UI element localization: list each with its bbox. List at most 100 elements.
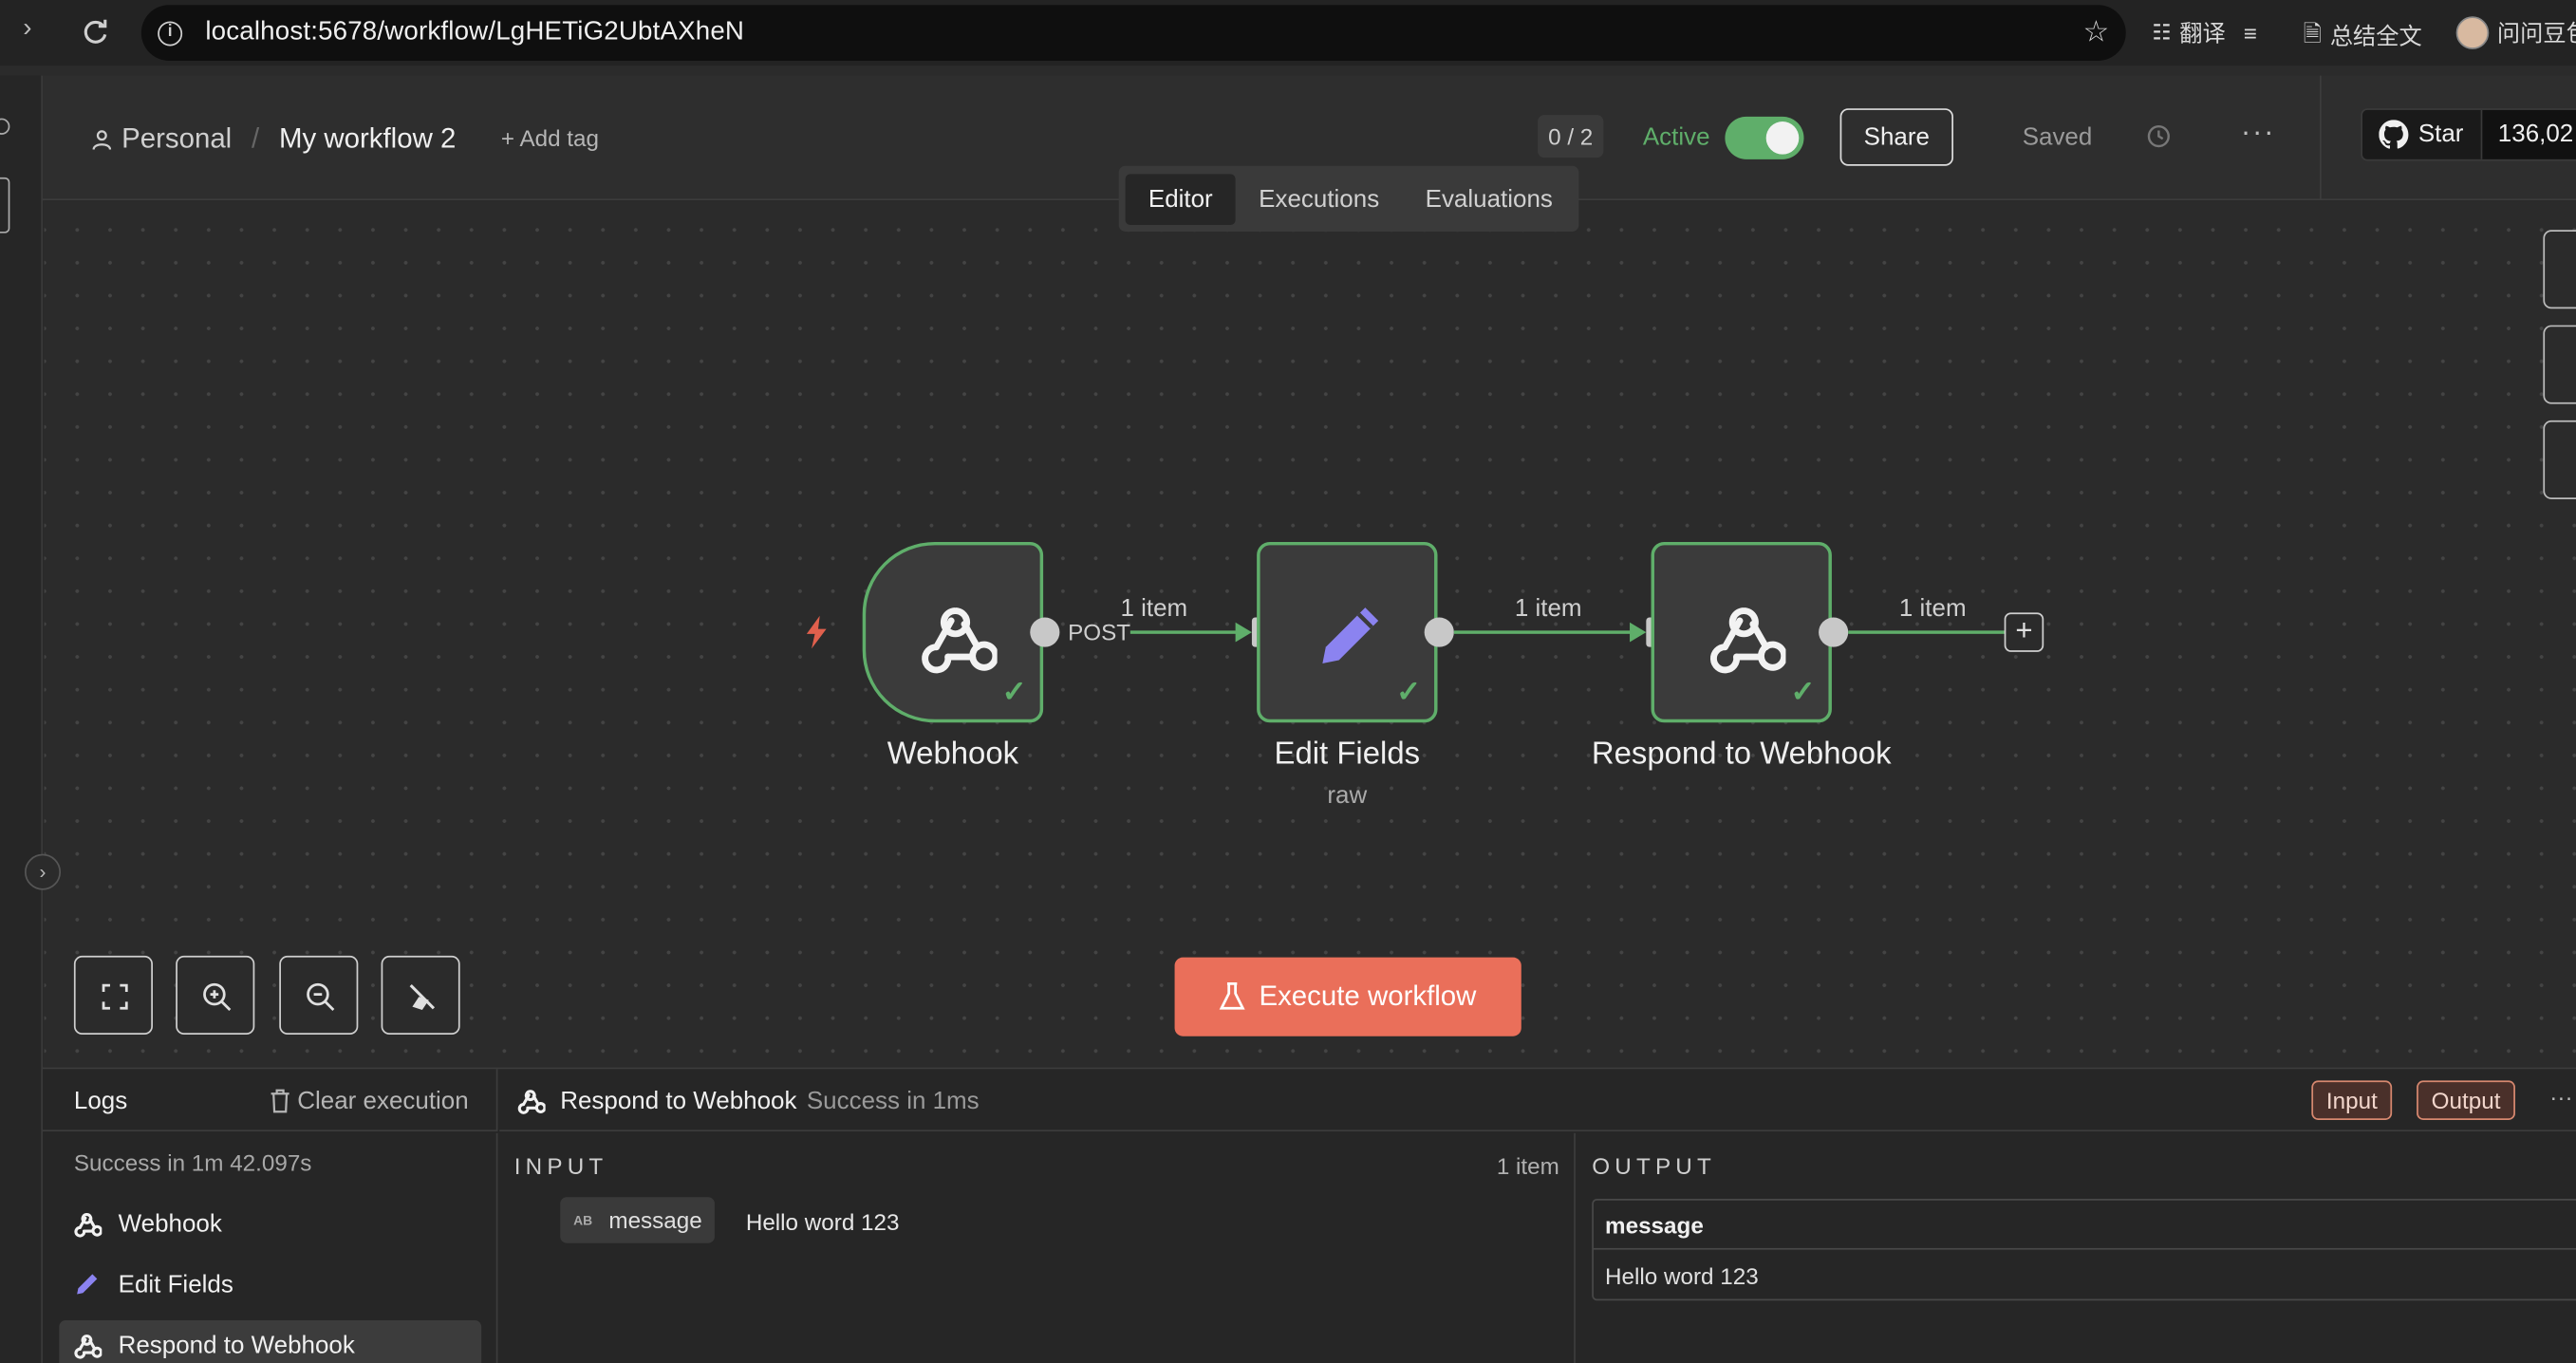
logs-header: Logs Clear execution <box>43 1069 498 1132</box>
translate-extension[interactable]: ☷ 翻译 ≡ <box>2152 16 2256 49</box>
trigger-bolt-icon <box>806 615 827 649</box>
field-name: message <box>608 1206 702 1234</box>
forward-icon[interactable]: › <box>23 14 32 43</box>
log-item-label: Edit Fields <box>118 1270 233 1298</box>
pane-divider[interactable] <box>1574 1132 1576 1363</box>
person-icon <box>92 129 112 149</box>
tab-editor[interactable]: Editor <box>1125 173 1236 225</box>
input-item-count: 1 item <box>1496 1152 1559 1180</box>
zoom-in-icon <box>203 982 232 1012</box>
execute-label: Execute workflow <box>1259 980 1477 1012</box>
input-pane-title: INPUT <box>513 1152 608 1180</box>
pencil-icon <box>1322 607 1379 663</box>
webhook-icon <box>517 1090 546 1114</box>
edge-item-count: 1 item <box>1514 594 1582 623</box>
log-item-label: Webhook <box>118 1209 222 1238</box>
history-icon[interactable] <box>2146 123 2173 150</box>
node-subtitle: raw <box>1327 781 1368 810</box>
header-divider <box>2319 75 2322 201</box>
log-item-edit-fields[interactable]: Edit Fields <box>59 1260 481 1309</box>
node-detail-header: Respond to Webhook Success in 1ms Input … <box>499 1069 2576 1132</box>
translate-icon: ☷ <box>2152 19 2172 45</box>
share-button[interactable]: Share <box>1839 108 1954 166</box>
port-label-post: POST <box>1068 619 1131 645</box>
log-item-respond-to-webhook[interactable]: Respond to Webhook <box>59 1320 482 1363</box>
translate-label: 翻译 <box>2179 19 2226 47</box>
bookmark-star-icon[interactable]: ☆ <box>2082 14 2110 48</box>
project-link[interactable]: Personal <box>121 122 233 155</box>
production-counter: 0 / 2 <box>1538 115 1604 159</box>
sidebar-icon[interactable] <box>0 118 10 135</box>
node-webhook[interactable]: ✓ <box>862 541 1044 723</box>
reload-icon[interactable] <box>81 18 110 47</box>
more-options-button[interactable]: ··· <box>2240 115 2276 148</box>
github-icon <box>2379 120 2409 149</box>
chevron-right-icon[interactable]: › <box>24 853 62 890</box>
edge-item-count: 1 item <box>1898 594 1967 623</box>
workflow-name[interactable]: My workflow 2 <box>278 122 457 155</box>
output-port[interactable] <box>1030 617 1060 647</box>
connection-edge[interactable] <box>1453 630 1635 634</box>
add-tag-button[interactable]: + Add tag <box>500 124 600 152</box>
fit-view-button[interactable] <box>73 955 153 1035</box>
browser-toolbar: › i localhost:5678/workflow/LgHETiG2UbtA… <box>0 0 2576 66</box>
ask-label: 问问豆包 <box>2496 19 2576 47</box>
execute-workflow-button[interactable]: Execute workflow <box>1174 957 1521 1036</box>
tab-executions[interactable]: Executions <box>1259 184 1380 214</box>
add-node-button[interactable]: + <box>2004 612 2044 652</box>
field-chip[interactable]: AB message <box>560 1197 716 1243</box>
avatar <box>2455 16 2490 49</box>
logs-panel: Logs Clear execution Success in 1m 42.09… <box>43 1067 2576 1363</box>
toggle-knob <box>1765 121 1800 155</box>
node-edit-fields[interactable]: ✓ <box>1257 541 1438 723</box>
clear-execution-label: Clear execution <box>297 1087 469 1115</box>
logs-list: Success in 1m 42.097s Webhook Edit Field… <box>43 1132 498 1363</box>
detail-status: Success in 1ms <box>806 1087 980 1115</box>
log-item-webhook[interactable]: Webhook <box>59 1199 481 1248</box>
node-label-respond: Respond to Webhook <box>1591 737 1892 773</box>
document-icon: 🗎 <box>2303 19 2323 47</box>
webhook-icon <box>1709 607 1786 674</box>
collapsed-sidebar <box>0 75 44 1363</box>
edge-item-count: 1 item <box>1120 594 1188 623</box>
url-text[interactable]: localhost:5678/workflow/LgHETiG2UbtAXheN <box>205 18 745 47</box>
zoom-in-button[interactable] <box>176 955 255 1035</box>
connection-edge[interactable] <box>1848 630 2007 634</box>
fit-view-icon <box>102 983 128 1010</box>
active-toggle[interactable] <box>1725 116 1804 159</box>
connection-edge[interactable] <box>1129 630 1240 634</box>
log-item-label: Respond to Webhook <box>118 1331 355 1359</box>
right-panel-button[interactable] <box>2543 325 2576 404</box>
sidebar-button[interactable] <box>0 177 10 233</box>
output-port[interactable] <box>1424 617 1454 647</box>
settings-sliders-icon[interactable]: ≡ <box>2243 19 2257 47</box>
tidy-up-button[interactable] <box>381 955 460 1035</box>
zoom-out-button[interactable] <box>279 955 359 1035</box>
github-star-count[interactable]: 136,02 <box>2479 109 2576 159</box>
input-toggle-button[interactable]: Input <box>2311 1080 2393 1120</box>
breadcrumb-separator: / <box>252 122 260 155</box>
output-toggle-button[interactable]: Output <box>2417 1080 2516 1120</box>
right-panel-button[interactable] <box>2543 420 2576 499</box>
output-port[interactable] <box>1819 617 1849 647</box>
ask-extension[interactable]: 问问豆包 <box>2455 16 2576 49</box>
output-cell: Hello word 123 <box>1605 1262 1759 1290</box>
github-star-button[interactable]: Star <box>2361 109 2480 159</box>
github-star-label: Star <box>2417 120 2464 148</box>
flask-icon <box>1220 981 1246 1010</box>
broom-icon <box>409 983 436 1011</box>
address-bar[interactable]: i localhost:5678/workflow/LgHETiG2UbtAXh… <box>140 5 2126 62</box>
output-table: message Hello word 123 <box>1592 1198 2576 1301</box>
webhook-icon <box>922 607 998 674</box>
right-panel-button[interactable] <box>2543 230 2576 309</box>
detail-more-button[interactable]: ··· <box>2549 1083 2573 1111</box>
edge-arrow <box>1235 622 1252 643</box>
site-info-icon[interactable]: i <box>158 20 183 46</box>
summary-extension[interactable]: 🗎 总结全文 <box>2304 16 2422 56</box>
clear-execution-button[interactable]: Clear execution <box>270 1087 469 1115</box>
tab-evaluations[interactable]: Evaluations <box>1425 184 1553 214</box>
workflow-canvas[interactable] <box>44 200 2576 1068</box>
view-tabs: Editor Executions Evaluations <box>1118 165 1579 232</box>
github-star-widget[interactable]: Star 136,02 <box>2361 108 2576 161</box>
node-respond-to-webhook[interactable]: ✓ <box>1651 541 1832 723</box>
